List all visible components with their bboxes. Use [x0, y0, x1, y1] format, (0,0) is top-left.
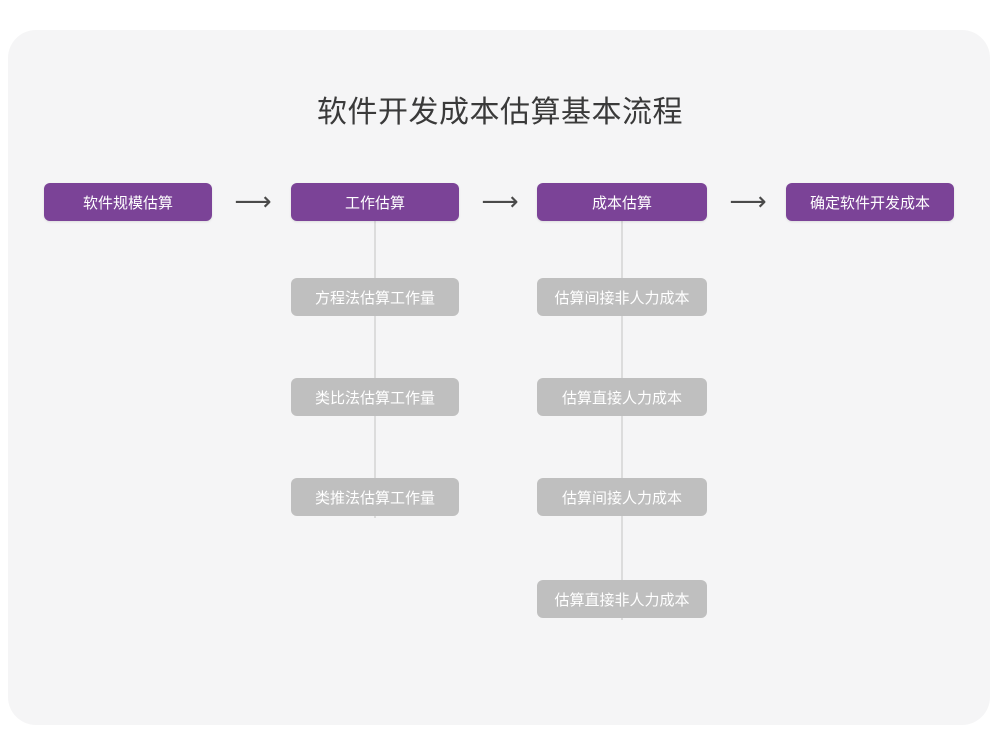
- arrow-glyph: ⟶: [729, 187, 767, 217]
- right-arrow-icon-2: ⟶: [469, 187, 531, 217]
- content-card: [8, 30, 990, 725]
- stage-node-label: 确定软件开发成本: [809, 194, 930, 212]
- substep-node-indirect-labor-cost[interactable]: 估算间接人力成本: [537, 478, 707, 516]
- stage-node-label: 工作估算: [344, 194, 405, 212]
- right-arrow-icon-3: ⟶: [717, 187, 779, 217]
- substep-node-label: 方程法估算工作量: [314, 289, 435, 307]
- substep-node-direct-labor-cost[interactable]: 估算直接人力成本: [537, 378, 707, 416]
- substep-node-label: 估算间接非人力成本: [554, 289, 690, 307]
- stage-node-software-scale-estimation[interactable]: 软件规模估算: [44, 183, 212, 221]
- arrow-glyph: ⟶: [234, 187, 272, 217]
- substep-node-label: 估算间接人力成本: [561, 489, 682, 507]
- substep-node-indirect-nonlabor-cost[interactable]: 估算间接非人力成本: [537, 278, 707, 316]
- substep-node-label: 估算直接非人力成本: [554, 591, 690, 609]
- substep-node-analogy-method[interactable]: 类比法估算工作量: [291, 378, 459, 416]
- stage-node-cost-estimation[interactable]: 成本估算: [537, 183, 707, 221]
- stage-node-label: 成本估算: [591, 194, 652, 212]
- connector-stage-2: [374, 218, 376, 518]
- substep-node-label: 类比法估算工作量: [314, 389, 435, 407]
- substep-node-equation-method[interactable]: 方程法估算工作量: [291, 278, 459, 316]
- substep-node-direct-nonlabor-cost[interactable]: 估算直接非人力成本: [537, 580, 707, 618]
- substep-node-label: 类推法估算工作量: [314, 489, 435, 507]
- stage-node-label: 软件规模估算: [82, 194, 173, 212]
- substep-node-deduction-method[interactable]: 类推法估算工作量: [291, 478, 459, 516]
- stage-node-determine-development-cost[interactable]: 确定软件开发成本: [786, 183, 954, 221]
- page-title: 软件开发成本估算基本流程: [317, 96, 683, 129]
- substep-node-label: 估算直接人力成本: [561, 389, 682, 407]
- right-arrow-icon-1: ⟶: [222, 187, 284, 217]
- stage-node-effort-estimation[interactable]: 工作估算: [291, 183, 459, 221]
- connector-stage-3: [621, 218, 623, 620]
- arrow-glyph: ⟶: [481, 187, 519, 217]
